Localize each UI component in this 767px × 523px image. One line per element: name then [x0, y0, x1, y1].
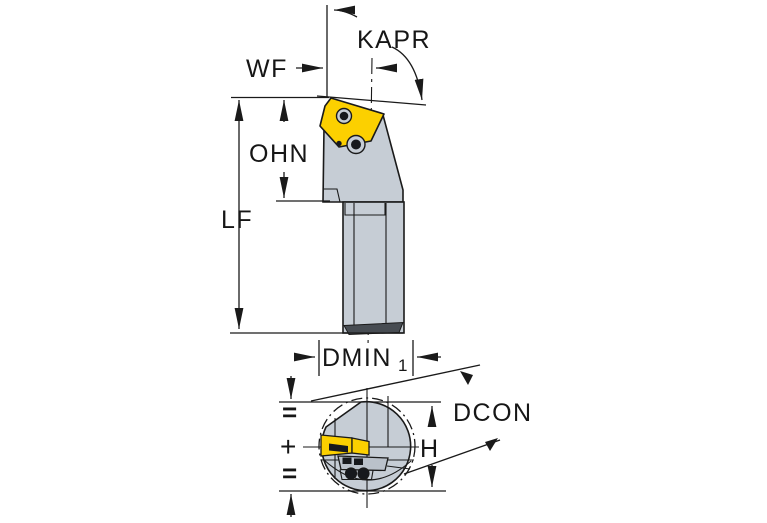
section-insert-right: [351, 437, 370, 456]
cutting-edge-line: [316, 95, 427, 106]
plus-center-mark: +: [280, 431, 298, 462]
insert: [319, 97, 385, 148]
section-insert-shadow: [329, 443, 348, 453]
pocket-bracket: [339, 469, 374, 481]
clamp-screw: [351, 139, 361, 150]
dcon-arrow-lower: [485, 438, 498, 451]
equals-mark-lower: =: [282, 458, 299, 488]
dmin-subscript: 1: [398, 356, 409, 375]
screw-head-left: [344, 467, 358, 480]
pocket-detail-right: [354, 458, 363, 465]
equals-mark-upper: =: [282, 397, 299, 427]
side-view: KAPR WF LF: [221, 5, 431, 349]
shank-step: [344, 203, 386, 216]
dcon-tangent-upper: [310, 364, 481, 402]
dmin-label: DMIN: [322, 344, 392, 372]
dcon-tangent-lower: [403, 439, 501, 475]
head-pocket-step: [324, 188, 341, 203]
pocket-detail-left: [342, 457, 352, 464]
kapr-angle-arc: [391, 46, 424, 101]
dcon-arrow-upper: [460, 371, 473, 385]
drawing-root: KAPR WF LF: [221, 5, 533, 517]
ohn-label: OHN: [249, 140, 309, 168]
screw-head-right: [357, 467, 370, 480]
insert-corner-dot: [336, 140, 342, 147]
insert-hole: [339, 111, 349, 121]
kapr-label: KAPR: [357, 26, 431, 54]
kapr-arrow-upper: [333, 5, 358, 18]
dcon-label: DCON: [453, 399, 533, 427]
end-view: = + = H DMIN 1 DCON: [279, 340, 533, 517]
h-label: H: [420, 435, 440, 463]
section-detail-line: [386, 465, 411, 470]
wf-label: WF: [246, 55, 288, 83]
tool-shank: [342, 201, 405, 334]
lf-label: LF: [221, 206, 253, 234]
